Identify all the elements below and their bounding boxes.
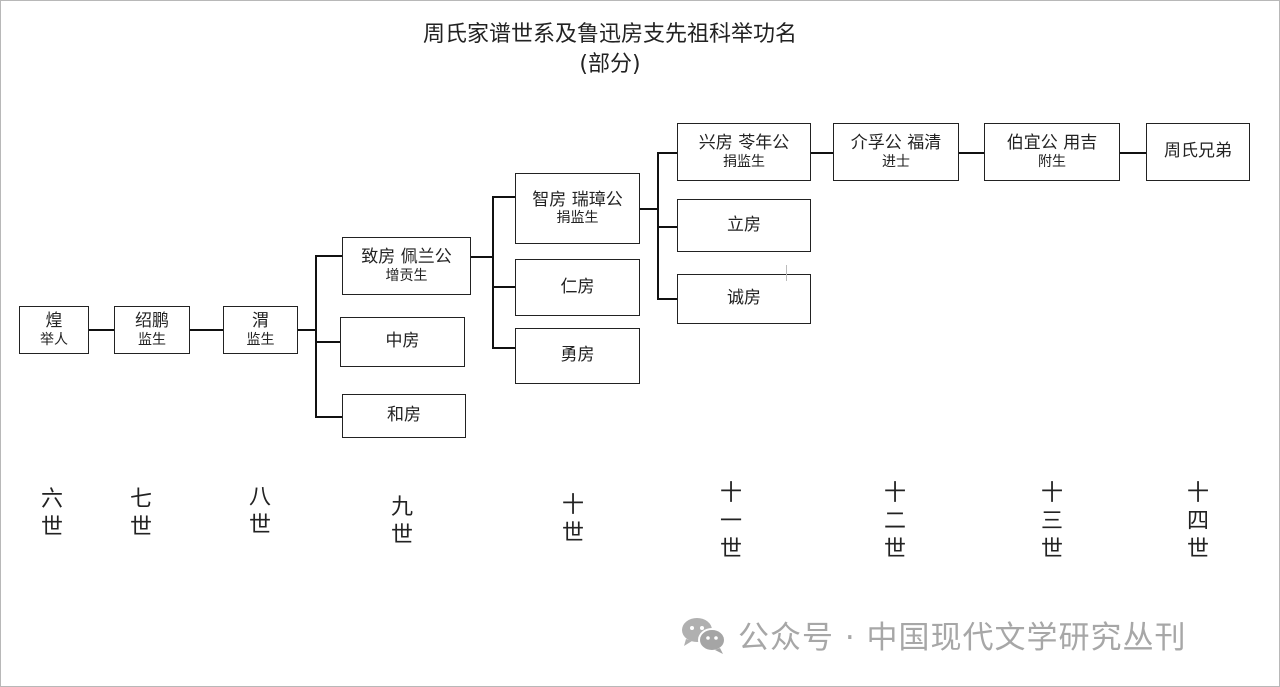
node-name: 智房 瑞璋公 [532,189,623,210]
node-name: 中房 [385,331,420,352]
generation-char: 世 [129,515,152,540]
generation-label: 八世 [245,484,275,540]
connector [315,255,343,257]
generation-char: 世 [719,537,742,562]
node-hefang: 和房 [342,394,466,438]
generation-char: 四 [1186,509,1209,534]
generation-char: 七 [129,487,152,512]
node-shaopeng: 绍鹏 监生 [114,306,190,354]
generation-char: 八 [248,485,271,510]
node-rank: 附生 [1038,153,1066,170]
diagram-subtitle: (部分) [579,52,641,77]
generation-label: 十二世 [880,480,910,564]
node-name: 立房 [727,214,761,235]
generation-char: 一 [719,509,742,534]
generation-char: 世 [1040,537,1063,562]
generation-char: 十 [561,493,584,518]
connector [492,347,516,349]
connector [810,152,834,154]
node-boyi: 伯宜公 用吉 附生 [984,123,1120,181]
connector [189,329,224,331]
generation-label: 九世 [387,494,417,550]
node-name: 绍鹏 [135,311,169,332]
generation-char: 十 [719,481,742,506]
node-yongfang: 勇房 [515,328,640,384]
generation-label: 十一世 [716,480,746,564]
connector [315,341,341,343]
node-wei: 渭 监生 [223,306,298,354]
diagram-title: 周氏家谱世系及鲁迅房支先祖科举功名 [422,22,797,47]
node-rank: 监生 [246,331,275,348]
node-name: 兴房 苓年公 [698,133,790,154]
node-name: 诚房 [727,288,761,309]
node-zhifang2: 智房 瑞璋公 捐监生 [515,173,640,244]
generation-char: 世 [248,513,271,538]
generation-char: 六 [40,487,63,512]
node-zhongfang: 中房 [340,317,465,367]
node-rank: 进士 [882,153,910,170]
connector [657,226,678,228]
node-xingfang: 兴房 苓年公 捐监生 [677,123,811,181]
connector [657,152,678,154]
stray-mark [786,265,787,281]
node-name: 仁房 [560,276,595,297]
node-brothers: 周氏兄弟 [1146,123,1250,181]
node-name: 渭 [252,311,269,332]
node-name: 勇房 [560,345,595,366]
generation-char: 世 [883,537,906,562]
wechat-icon [680,615,728,655]
connector [470,256,493,258]
generation-char: 世 [390,523,413,548]
node-name: 伯宜公 用吉 [1006,133,1098,154]
node-renfang: 仁房 [515,259,640,316]
node-chengfang: 诚房 [677,274,811,324]
generation-char: 世 [561,521,584,546]
generation-char: 世 [1186,537,1209,562]
generation-char: 十 [1040,481,1063,506]
generation-label: 六世 [37,486,67,542]
connector [639,208,658,210]
node-rank: 监生 [138,331,166,348]
watermark: 公众号 · 中国现代文学研究丛刊 [680,612,1187,657]
node-name: 介孚公 福清 [850,133,942,154]
node-jiefu: 介孚公 福清 进士 [833,123,959,181]
connector [315,255,317,417]
node-name: 煌 [45,311,63,332]
node-rank: 增贡生 [385,267,428,284]
node-lifang: 立房 [677,199,811,252]
generation-char: 十 [1186,481,1209,506]
generation-char: 世 [40,515,63,540]
connector [492,196,494,348]
node-name: 周氏兄弟 [1164,141,1232,162]
node-name: 和房 [387,405,421,426]
connector [657,152,659,299]
connector [1119,152,1147,154]
node-zhifang: 致房 佩兰公 增贡生 [342,237,471,295]
node-rank: 捐监生 [723,153,765,170]
node-name: 致房 佩兰公 [361,247,452,268]
generation-label: 十三世 [1037,480,1067,564]
watermark-text: 公众号 · 中国现代文学研究丛刊 [738,620,1187,656]
generation-char: 十 [883,481,906,506]
generation-label: 七世 [126,486,156,542]
connector [88,329,115,331]
generation-label: 十世 [558,492,588,548]
connector [492,196,516,198]
connector [958,152,985,154]
connector [657,298,678,300]
generation-char: 九 [390,495,413,520]
node-rank: 举人 [40,331,68,348]
generation-char: 三 [1040,509,1063,534]
connector [297,329,316,331]
node-huang: 煌 举人 [19,306,89,354]
generation-char: 二 [883,509,906,534]
connector [315,416,343,418]
generation-label: 十四世 [1183,480,1213,564]
node-rank: 捐监生 [556,210,599,227]
connector [492,286,516,288]
